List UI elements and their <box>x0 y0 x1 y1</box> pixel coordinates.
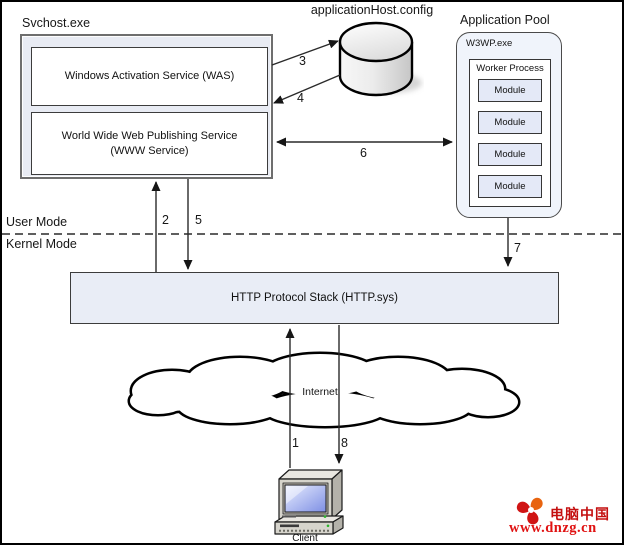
watermark-logo-icon <box>516 497 543 525</box>
module-box: Module <box>478 175 542 198</box>
module-box: Module <box>478 79 542 102</box>
module-box: Module <box>478 111 542 134</box>
was-box: Windows Activation Service (WAS) <box>31 47 268 106</box>
step-label-4: 4 <box>297 91 304 105</box>
drive-slot <box>280 524 299 528</box>
watermark-site-name: 电脑中国 <box>550 506 610 522</box>
worker-process-label: Worker Process <box>476 63 544 74</box>
http-stack-label: HTTP Protocol Stack (HTTP.sys) <box>231 292 398 304</box>
www-service-box: World Wide Web Publishing Service (WWW S… <box>31 112 268 175</box>
app-pool-title: Application Pool <box>460 13 550 27</box>
module-label: Module <box>494 149 526 160</box>
user-mode-label: User Mode <box>6 215 68 229</box>
step-label-6: 6 <box>360 146 367 160</box>
base-led <box>326 524 330 528</box>
svchost-box: Windows Activation Service (WAS) World W… <box>20 34 273 179</box>
was-label: Windows Activation Service (WAS) <box>64 70 235 83</box>
step-label-8: 8 <box>341 436 348 450</box>
step-label-5: 5 <box>195 213 202 227</box>
client-computer-icon <box>274 469 344 535</box>
arrow-step-4 <box>273 74 341 104</box>
kernel-mode-label: Kernel Mode <box>6 237 77 251</box>
w3wp-label: W3WP.exe <box>466 38 513 49</box>
step-label-1: 1 <box>292 436 299 450</box>
step-label-3: 3 <box>299 54 306 68</box>
worker-process-box: Worker Process Module Module Module Modu… <box>469 59 551 207</box>
module-label: Module <box>494 117 526 128</box>
http-stack-box: HTTP Protocol Stack (HTTP.sys) <box>70 272 559 324</box>
svchost-title: Svchost.exe <box>22 16 91 30</box>
module-label: Module <box>494 85 526 96</box>
module-label: Module <box>494 181 526 192</box>
internet-label: Internet <box>302 386 338 398</box>
internet-cloud <box>127 351 521 429</box>
watermark-site-url: www.dnzg.cn <box>509 520 597 536</box>
www-service-label: World Wide Web Publishing Service (WWW S… <box>61 129 238 157</box>
config-database-icon <box>338 21 422 97</box>
step-label-2: 2 <box>162 213 169 227</box>
step-label-7: 7 <box>514 241 521 255</box>
monitor-led <box>323 515 327 518</box>
arrow-step-3 <box>271 39 339 66</box>
apphost-config-title: applicationHost.config <box>310 3 434 17</box>
app-pool-box: W3WP.exe Worker Process Module Module Mo… <box>456 32 562 218</box>
module-box: Module <box>478 143 542 166</box>
monitor-slot <box>282 515 296 518</box>
client-label: Client <box>292 533 318 544</box>
